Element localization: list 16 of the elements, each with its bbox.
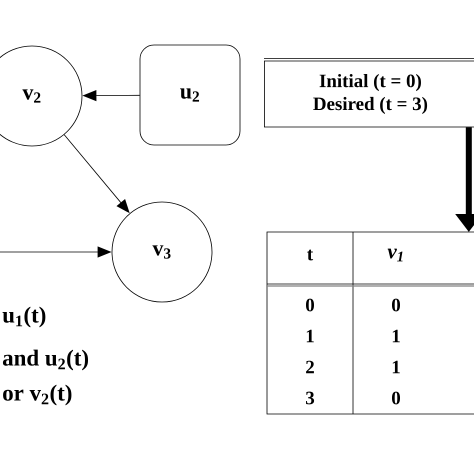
table-cell-text: 0 — [306, 298, 314, 312]
table-cell-text: 2 — [306, 360, 314, 374]
table-cell-text: 0 — [392, 298, 400, 312]
table-cell-text: 3 — [306, 392, 314, 404]
condition-box: Initial (t = 0) Desired (t = 3) — [264, 60, 474, 128]
table-cell-text: t — [307, 250, 314, 260]
table-cell-text: v$_{1}$ — [388, 248, 403, 262]
table-cell-text: 1 — [392, 330, 400, 342]
table-cell-text: 0 — [392, 392, 400, 404]
equation-text: or v$_{2}$(t) — [3, 384, 72, 406]
table-cell-text: 1 — [306, 330, 314, 342]
data-table — [266, 232, 474, 414]
table-cell-text: 1 — [392, 360, 400, 374]
equation-text: u$_{1}$(t) — [2, 306, 46, 328]
equation-text: and u$_{2}$(t) — [2, 350, 88, 370]
input-box: u$_{2}$ — [140, 44, 240, 146]
